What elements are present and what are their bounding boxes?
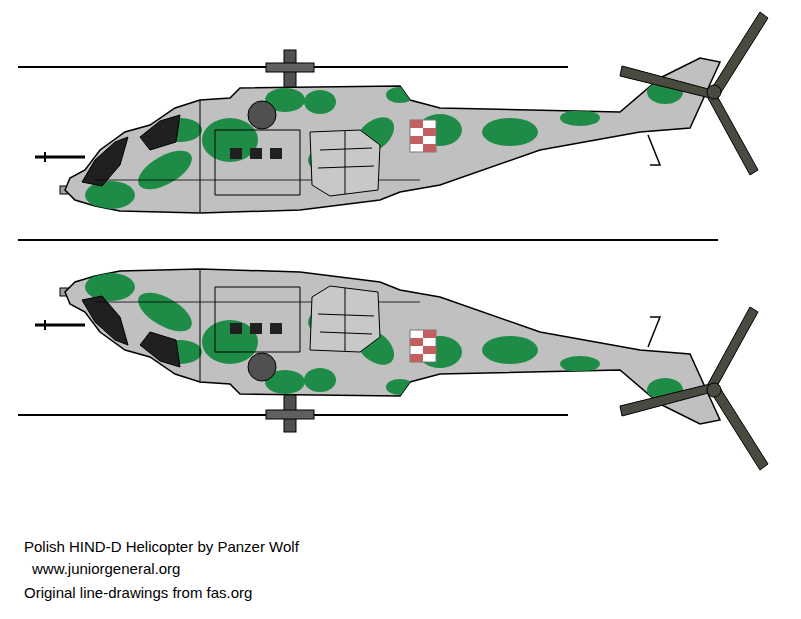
helicopter-side-view (35, 12, 768, 213)
credit-text: Polish HIND-D Helicopter by Panzer Wolf (24, 538, 299, 556)
helicopter-side-view (35, 269, 768, 470)
credit-text: Original line-drawings from fas.org (24, 584, 252, 602)
divider-line (18, 239, 718, 241)
credit-text: www.juniorgeneral.org (32, 560, 180, 578)
